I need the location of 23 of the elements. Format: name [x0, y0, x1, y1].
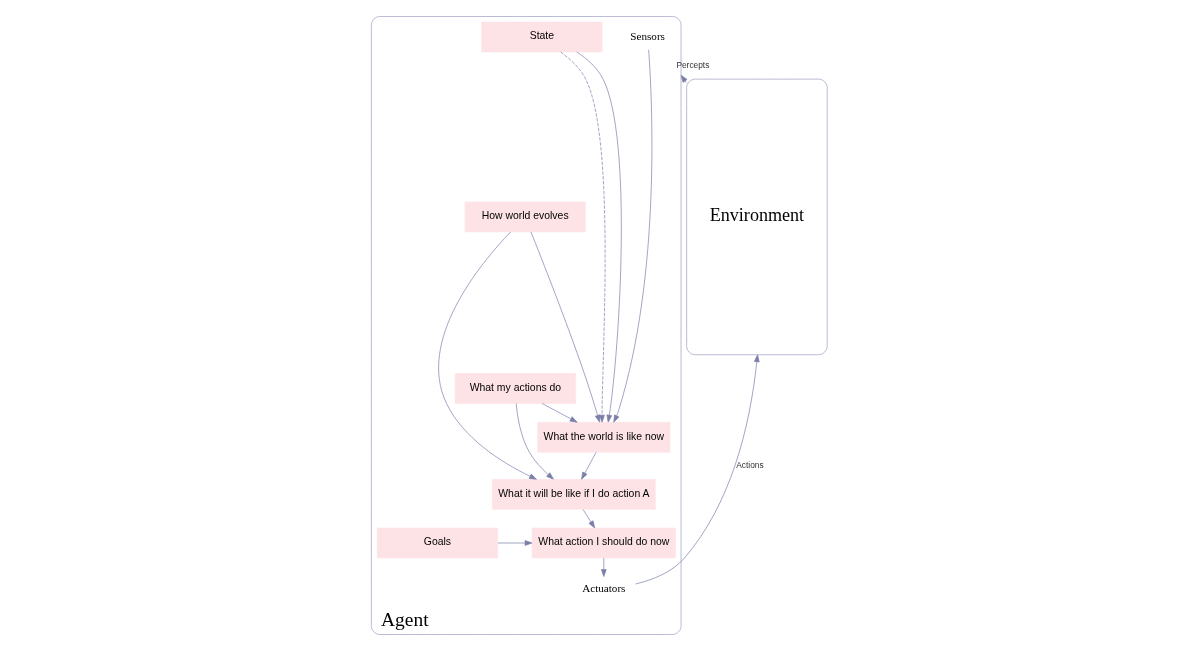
- node-box: State: [480, 21, 602, 53]
- node-box: How world evolves: [464, 201, 586, 233]
- arrow: [530, 231, 600, 423]
- arrow: [634, 354, 760, 585]
- node-box: What my actions do: [454, 373, 576, 404]
- arrow: [437, 231, 537, 480]
- arrow: [582, 509, 595, 529]
- arrow: [497, 540, 532, 546]
- node-text: Sensors: [629, 29, 665, 42]
- node-box: What the world is like now: [536, 421, 670, 453]
- arrow: [541, 403, 577, 423]
- arrow: [600, 557, 607, 577]
- edge-label: Actions: [735, 459, 764, 470]
- node-box: What it will be like if I do action A: [491, 478, 656, 510]
- arrow: [575, 51, 622, 423]
- arrow: [515, 403, 554, 480]
- node-box: Goals: [376, 527, 498, 559]
- arrow: [612, 49, 652, 423]
- node-box: What action I should do now: [531, 527, 676, 559]
- arrow: [680, 74, 687, 84]
- arrow: [580, 451, 596, 480]
- node-text: Actuators: [581, 581, 625, 594]
- arrow: [559, 51, 605, 423]
